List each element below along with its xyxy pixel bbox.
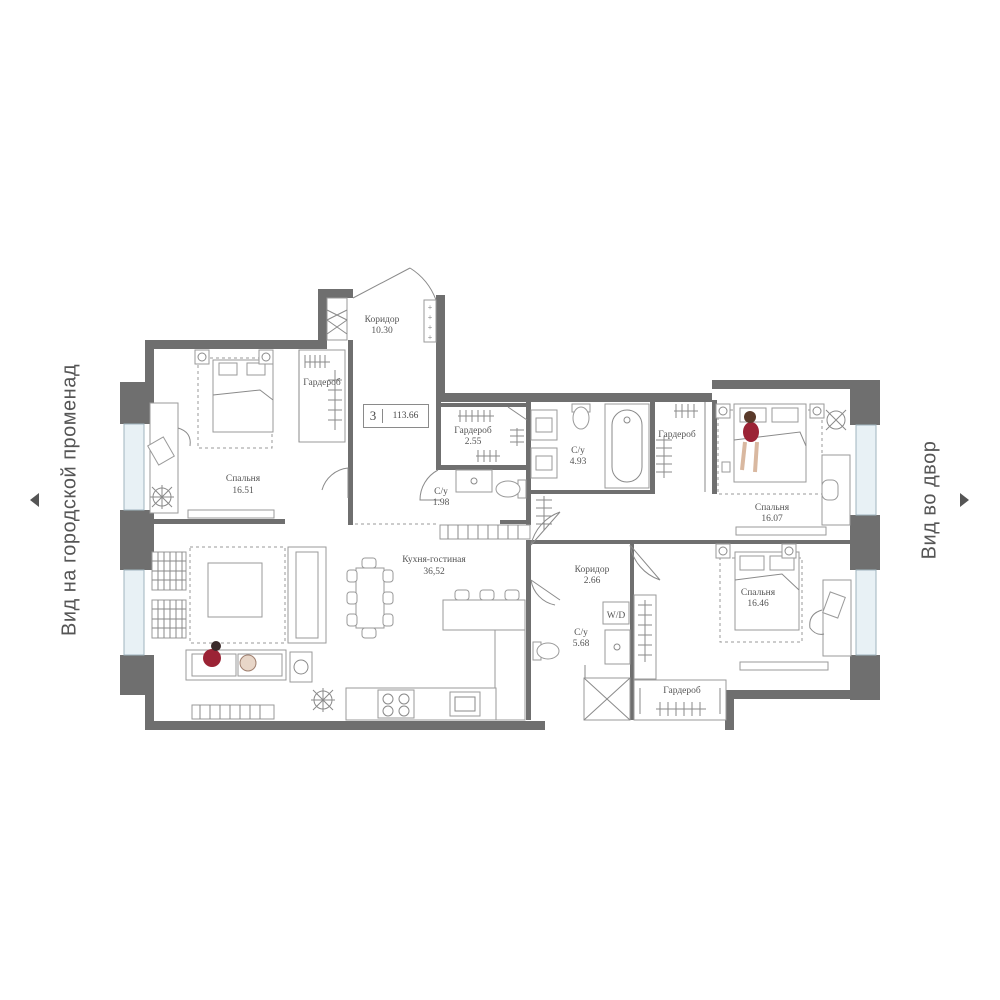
hanger-icon <box>304 355 342 430</box>
apartment-badge: 3 113.66 <box>363 404 429 428</box>
toilet-icon <box>532 641 560 661</box>
bed-icon <box>715 403 825 495</box>
room-name-bedroom-right-top: Спальня <box>755 503 790 513</box>
hanger-icon <box>639 688 721 716</box>
shower-icon <box>583 677 631 721</box>
stove-icon <box>377 689 415 719</box>
room-area-corridor-mid: 2.66 <box>584 576 601 586</box>
plant-icon <box>150 485 174 509</box>
outer-walls <box>120 289 880 730</box>
right-arrow-icon <box>960 493 969 507</box>
room-area-kitchen-living: 36,52 <box>423 567 445 577</box>
plant-icon <box>311 688 335 712</box>
svg-text:+: + <box>428 333 433 342</box>
bed-icon <box>194 349 274 449</box>
svg-text:+: + <box>428 303 433 312</box>
sink-icon <box>604 629 631 665</box>
plant-icon <box>825 409 847 431</box>
room-area-bedroom-right-bottom: 16.46 <box>747 599 769 609</box>
bathtub-icon <box>604 403 650 489</box>
shelf-grid <box>151 551 187 639</box>
svg-text:+: + <box>428 323 433 332</box>
room-area-bedroom-right-top: 16.07 <box>761 514 783 524</box>
interior-walls <box>150 340 856 720</box>
room-area-bath-bottom: 5.68 <box>573 639 590 649</box>
windows <box>123 423 877 656</box>
dining-table-icon <box>346 557 394 639</box>
toilet-icon <box>571 403 591 430</box>
room-name-bath-small: С/у <box>434 487 448 497</box>
room-count: 3 <box>364 409 383 423</box>
left-arrow-icon <box>30 493 39 507</box>
room-area-wardrobe-center: 2.55 <box>465 437 482 447</box>
sink-icon <box>455 469 493 493</box>
room-area-bath-small: 1.98 <box>433 498 450 508</box>
sofa-icon <box>287 546 327 644</box>
room-name-bath-center: С/у <box>571 446 585 456</box>
room-name-kitchen-living: Кухня-гостиная <box>402 555 466 565</box>
svg-text:+: + <box>428 313 433 322</box>
hanger-icon <box>633 594 657 680</box>
room-name-bedroom-left: Спальня <box>226 474 261 484</box>
room-name-bath-bottom: С/у <box>574 628 588 638</box>
room-name-bedroom-right-bottom: Спальня <box>741 588 776 598</box>
sofa-icon <box>185 649 287 681</box>
sink-icon <box>449 691 481 717</box>
bed-icon <box>715 543 803 643</box>
person-icon <box>203 641 257 672</box>
room-area-corridor-entry: 10.30 <box>371 326 393 336</box>
room-name-corridor-entry: Коридор <box>365 315 400 325</box>
desk-icon <box>809 579 852 657</box>
room-name-wardrobe-center: Гардероб <box>454 425 492 436</box>
total-area: 113.66 <box>392 411 419 421</box>
room-area-bedroom-left: 16.51 <box>232 486 254 496</box>
person-icon <box>740 411 759 473</box>
hanger-icon <box>536 496 552 530</box>
sink-icon <box>530 409 558 479</box>
room-name-corridor-mid: Коридор <box>575 565 610 575</box>
toilet-icon <box>495 479 527 499</box>
room-area-bath-center: 4.93 <box>570 457 587 467</box>
hanger-icon <box>458 410 524 462</box>
wd-label: W/D <box>607 611 626 621</box>
radiator <box>191 524 531 720</box>
room-name-wardrobe-right: Гардероб <box>658 429 696 440</box>
desk-icon <box>821 454 851 526</box>
room-name-wardrobe-left: Гардероб <box>303 377 341 388</box>
hanger-icon <box>656 404 698 478</box>
room-name-wardrobe-bottom: Гардероб <box>663 685 701 696</box>
